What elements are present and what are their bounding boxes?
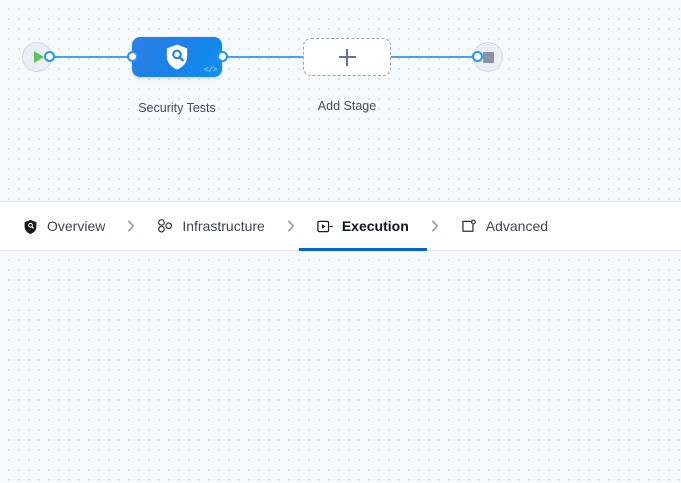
shield-search-icon (164, 43, 190, 71)
port-end-in[interactable] (472, 51, 483, 62)
steps-row: </> Snyk Container Scan (0, 251, 681, 483)
tab-execution[interactable]: Execution (298, 201, 427, 251)
pipeline-steps-canvas[interactable]: </> Snyk Container Scan (0, 251, 681, 483)
port-start-out[interactable] (44, 51, 55, 62)
tab-label-advanced: Advanced (485, 218, 549, 234)
stage-label-security-tests: Security Tests (138, 101, 216, 115)
pipeline-stages-canvas[interactable]: </> Security Tests Add Stage (0, 0, 681, 201)
stop-icon (482, 51, 494, 63)
tab-label-overview: Overview (47, 218, 106, 234)
add-stage-button[interactable] (303, 38, 391, 76)
wire-stage-to-addstage (222, 56, 307, 58)
tab-infrastructure[interactable]: Infrastructure (153, 201, 268, 251)
stages-row: </> Security Tests Add Stage (0, 0, 681, 201)
tab-label-infrastructure: Infrastructure (182, 218, 265, 234)
play-box-icon (317, 218, 333, 234)
chevron-right-icon (109, 219, 153, 233)
stage-node-security-tests[interactable]: </> (132, 37, 222, 77)
chevron-right-icon (269, 219, 313, 233)
tab-overview[interactable]: Overview (18, 201, 109, 251)
chevron-right-icon (413, 219, 457, 233)
add-stage-label: Add Stage (317, 99, 377, 113)
port-stage-in[interactable] (127, 51, 138, 62)
tab-advanced[interactable]: Advanced (457, 201, 552, 251)
tab-label-execution: Execution (341, 218, 409, 234)
settings-box-icon (461, 218, 477, 234)
nodes-icon (157, 218, 173, 234)
code-badge-icon: </> (204, 66, 217, 75)
wire-start-to-stage (48, 56, 138, 58)
port-stage-out[interactable] (217, 51, 228, 62)
shield-icon (22, 218, 38, 234)
wire-addstage-to-end (389, 56, 477, 58)
plus-icon (338, 48, 356, 66)
pipeline-config-tabbar: Overview Infrastructure (0, 201, 681, 251)
play-icon (33, 51, 44, 63)
